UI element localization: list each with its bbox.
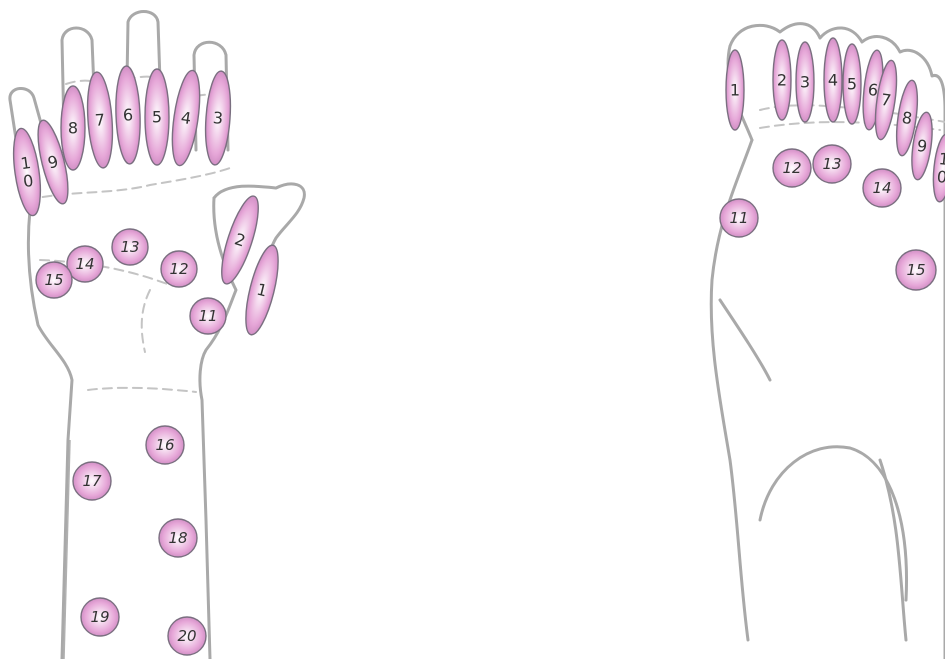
- hand-palm-markers: 11 12 13 14 15: [36, 229, 226, 334]
- hand-palm-marker-label: 15: [44, 271, 63, 289]
- foot-sole-markers: 11 12 13 14 15: [720, 145, 936, 290]
- foot-toe-marker-1: 1: [726, 50, 744, 130]
- hand-finger-marker-4: 4: [167, 69, 204, 167]
- foot-lateral-line: [880, 460, 906, 640]
- foot-toe-marker-label: 0: [936, 167, 945, 187]
- foot-toe-marker-10: 10: [930, 133, 945, 203]
- hand-forearm-marker-label: 18: [168, 529, 187, 547]
- foot-toe-marker-label: 1: [938, 149, 945, 169]
- hand-finger-marker-5: 5: [145, 69, 169, 165]
- hand-finger-marker-label: 8: [68, 119, 78, 138]
- hand-finger-marker-3: 3: [203, 70, 233, 165]
- hand-finger-marker-label: 5: [152, 108, 162, 127]
- foot-sole-marker-label: 13: [822, 155, 841, 173]
- hand-finger-marker-7: 7: [85, 71, 116, 168]
- foot-sole-marker-13: 13: [813, 145, 851, 183]
- hand-palm-marker-label: 14: [75, 255, 94, 273]
- hand-finger-marker-6: 6: [114, 66, 141, 165]
- hand-palm-marker-15: 15: [36, 262, 72, 298]
- hand-forearm-marker-16: 16: [146, 426, 184, 464]
- hand-finger-marker-label: 6: [123, 105, 134, 124]
- hand-finger-marker-8: 8: [61, 86, 85, 170]
- foot-toe-marker-label: 2: [777, 71, 787, 90]
- hand-forearm-marker-18: 18: [159, 519, 197, 557]
- hand-forearm-markers: 16 17 18 19 20: [73, 426, 206, 655]
- foot-toe-marker-label: 5: [847, 75, 857, 94]
- hand-palm-marker-12: 12: [161, 251, 197, 287]
- foot-sole-marker-15: 15: [896, 250, 936, 290]
- hand-finger-marker-label: 3: [212, 108, 223, 128]
- foot-toe-marker-4: 4: [824, 38, 842, 122]
- foot-sole-marker-label: 12: [782, 159, 801, 177]
- hand-palm-marker-label: 13: [120, 238, 139, 256]
- hand-forearm-marker-label: 19: [90, 608, 109, 626]
- hand-forearm-marker-label: 17: [82, 472, 102, 490]
- foot-sole-marker-12: 12: [773, 149, 811, 187]
- hand-forearm-marker-label: 16: [155, 436, 174, 454]
- foot-sole-marker-11: 11: [720, 199, 758, 237]
- hand-forearm-marker-17: 17: [73, 462, 111, 500]
- foot-toe-marker-label: 4: [828, 71, 838, 90]
- hand-finger-marker-label: 7: [94, 110, 105, 130]
- foot-arch-line: [720, 300, 770, 380]
- foot-toe-marker-2: 2: [773, 40, 791, 120]
- hand-forearm-marker-20: 20: [168, 617, 206, 655]
- hand-palm-marker-14: 14: [67, 246, 103, 282]
- foot-toe-marker-5: 5: [843, 44, 861, 124]
- hand-forearm-marker-19: 19: [81, 598, 119, 636]
- foot-sole-marker-label: 15: [906, 261, 925, 279]
- hand-palm-crease-lower: [142, 290, 150, 352]
- hand-palm-marker-11: 11: [190, 298, 226, 334]
- foot-sole-marker-label: 11: [729, 209, 748, 227]
- hand-palm-marker-13: 13: [112, 229, 148, 265]
- hand-forearm-marker-label: 20: [177, 627, 196, 645]
- hand-palm-marker-label: 11: [198, 307, 217, 325]
- foot-toe-marker-label: 3: [800, 73, 810, 92]
- foot-sole-marker-label: 14: [872, 179, 891, 197]
- foot-toe-marker-3: 3: [796, 42, 814, 122]
- foot-sole-marker-14: 14: [863, 169, 901, 207]
- hand-wrist-crease: [88, 388, 196, 392]
- foot-toe-marker-label: 1: [730, 81, 740, 100]
- hand-palm-marker-label: 12: [169, 260, 188, 278]
